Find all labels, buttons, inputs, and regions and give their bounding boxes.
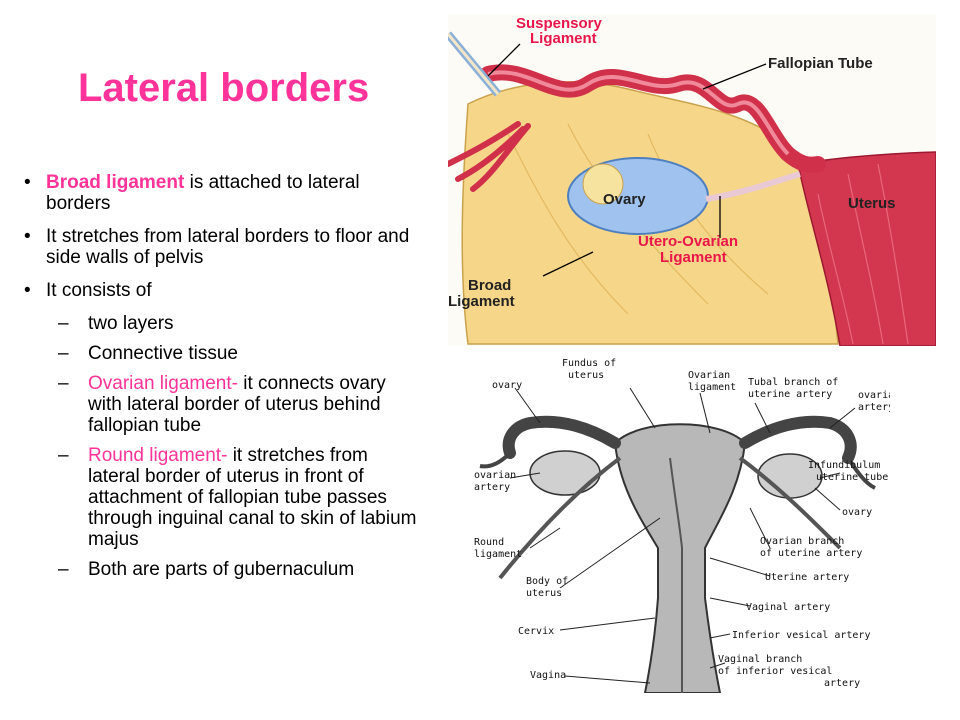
uterus-arteries-diagram: Fundus of uterus ovary Ovarian ligament … bbox=[470, 348, 890, 693]
sub-bullet-item: –Connective tissue bbox=[58, 343, 238, 364]
sub-bullet-item: –Ovarian ligament- it connects ovary wit… bbox=[58, 373, 386, 436]
label-inferior-vesical: Inferior vesical artery bbox=[732, 630, 870, 641]
label-vaginal-branch-2: of inferior vesical bbox=[718, 666, 832, 677]
label-ovarian-ligament-2: ligament bbox=[688, 382, 736, 393]
label-broad-2: Ligament bbox=[448, 293, 515, 310]
label-ovarian-branch-1: Ovarian branch bbox=[760, 536, 844, 547]
bullet-list: •Broad ligament is attached to lateral b… bbox=[24, 172, 424, 589]
sub-bullet-item: – two layers bbox=[58, 313, 174, 334]
label-ovarian-ligament-1: Ovarian bbox=[688, 370, 730, 381]
bullet-highlight: Broad ligament bbox=[46, 172, 185, 193]
uterus-body-shape bbox=[613, 423, 747, 693]
sub-bullet-text: it stretches from lateral border of uter… bbox=[88, 445, 417, 550]
label-fundus-2: uterus bbox=[568, 370, 604, 381]
label-ovarian-artery-right-1: ovarian bbox=[858, 390, 890, 401]
label-fundus-1: Fundus of bbox=[562, 358, 616, 369]
label-uterus: Uterus bbox=[848, 195, 896, 212]
bullet-text: It stretches from lateral borders to flo… bbox=[46, 226, 410, 268]
broad-ligament-illustration: Suspensory Ligament Fallopian Tube Ovary… bbox=[448, 14, 936, 346]
bullet-item: •It stretches from lateral borders to fl… bbox=[24, 226, 410, 268]
sub-bullet-text: Connective tissue bbox=[88, 343, 238, 364]
label-vaginal-artery: Vaginal artery bbox=[746, 602, 830, 613]
bullet-item: •Broad ligament is attached to lateral b… bbox=[24, 172, 360, 214]
label-fallopian-tube: Fallopian Tube bbox=[768, 55, 873, 72]
left-tube-shape bbox=[502, 415, 621, 459]
label-uterine-artery: Uterine artery bbox=[765, 572, 849, 583]
bullet-text: is attached to lateral borders bbox=[46, 172, 360, 214]
label-vaginal-branch-1: Vaginal branch bbox=[718, 654, 802, 665]
label-ovarian-artery-left-1: ovarian bbox=[474, 470, 516, 481]
right-tube-shape bbox=[739, 415, 857, 464]
label-body-of-uterus-2: uterus bbox=[526, 588, 562, 599]
left-ovary-shape bbox=[529, 450, 601, 496]
label-utero-ovarian-1: Utero-Ovarian bbox=[638, 233, 738, 250]
sub-bullet-item: –Both are parts of gubernaculum bbox=[58, 559, 355, 580]
sub-bullet-highlight: Round ligament- bbox=[88, 445, 228, 466]
label-artery: artery bbox=[824, 678, 860, 689]
label-round-ligament-1: Round bbox=[474, 537, 504, 548]
label-round-ligament-2: ligament bbox=[474, 549, 522, 560]
sub-bullet-item: –Round ligament- it stretches from later… bbox=[58, 445, 417, 550]
label-suspensory-1: Suspensory bbox=[516, 15, 603, 32]
label-suspensory-2: Ligament bbox=[530, 30, 597, 47]
label-tubal-branch-2: uterine artery bbox=[748, 389, 832, 400]
bullet-text: It consists of bbox=[46, 280, 152, 301]
label-broad-1: Broad bbox=[468, 277, 511, 294]
label-utero-ovarian-2: Ligament bbox=[660, 249, 727, 266]
bullet-item: •It consists of bbox=[24, 280, 152, 301]
label-infundibulum-2: uterine tube bbox=[816, 472, 888, 483]
label-tubal-branch-1: Tubal branch of bbox=[748, 377, 838, 388]
label-ovarian-artery-right-2: artery bbox=[858, 402, 890, 413]
label-infundibulum-1: Infundibulum bbox=[808, 460, 880, 471]
sub-bullet-text: two layers bbox=[88, 313, 174, 334]
label-ovarian-artery-left-2: artery bbox=[474, 482, 510, 493]
label-ovarian-branch-2: of uterine artery bbox=[760, 548, 862, 559]
sub-bullet-text: it connects ovary with lateral border of… bbox=[88, 373, 386, 436]
label-ovary: Ovary bbox=[603, 191, 646, 208]
label-cervix: Cervix bbox=[518, 626, 554, 637]
label-vagina: Vagina bbox=[530, 670, 566, 681]
label-body-of-uterus-1: Body of bbox=[526, 576, 568, 587]
label-ovary-left: ovary bbox=[492, 380, 522, 391]
sub-bullet-text: Both are parts of gubernaculum bbox=[88, 559, 355, 580]
slide-title: Lateral borders bbox=[78, 66, 370, 110]
sub-bullet-highlight: Ovarian ligament- bbox=[88, 373, 238, 394]
label-ovary-right: ovary bbox=[842, 507, 872, 518]
fimbriae-shape bbox=[448, 121, 531, 192]
